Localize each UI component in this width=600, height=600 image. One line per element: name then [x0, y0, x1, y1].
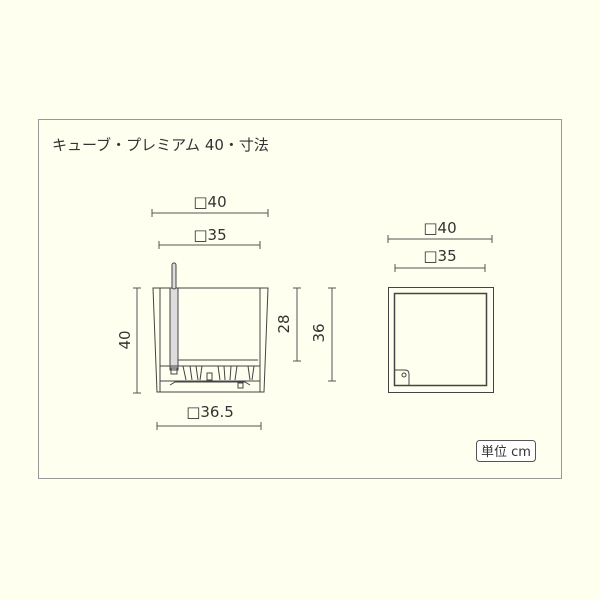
side-top-outer-width-label: □40 [193, 193, 226, 211]
total-height-label: 40 [116, 330, 134, 349]
inner-height-label: 36 [310, 323, 328, 342]
reservoir-height-label: 28 [275, 314, 293, 333]
pot-top-view [388, 287, 494, 393]
side-bottom-width-label: □36.5 [186, 403, 234, 421]
diagram-frame [38, 119, 562, 479]
unit-label: 単位 cm [481, 444, 531, 460]
top-outer-width-label: □40 [423, 219, 456, 237]
pot-side-view [152, 262, 269, 393]
unit-badge [476, 440, 536, 462]
top-inner-width-label: □35 [423, 247, 456, 265]
diagram-title: キューブ・プレミアム 40・寸法 [52, 136, 269, 154]
side-top-inner-width-label: □35 [193, 226, 226, 244]
side-dimension-lines [133, 209, 336, 430]
top-dimension-lines [387, 235, 493, 272]
